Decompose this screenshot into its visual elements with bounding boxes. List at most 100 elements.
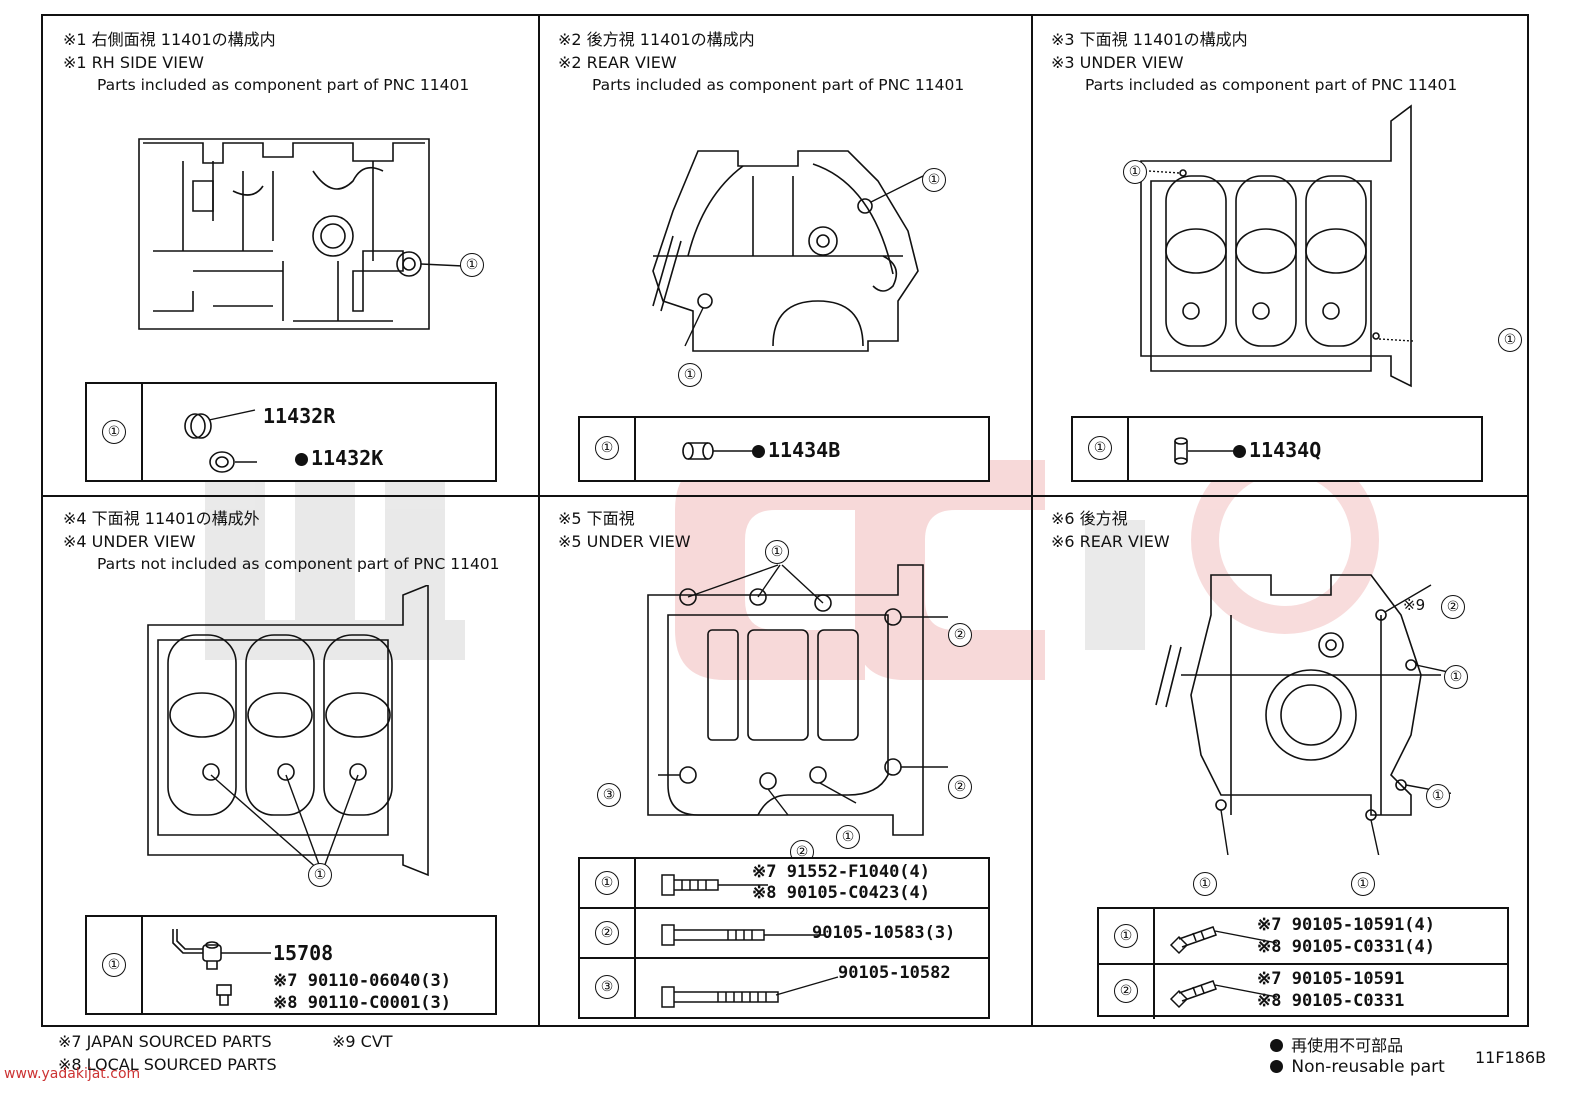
ref-number: ② (595, 921, 619, 945)
parts-table: ① 11434B (578, 416, 990, 482)
panel-header: ※1 右側面視 11401の構成内 ※1 RH SIDE VIEW Parts … (63, 28, 469, 97)
legend-jp: 再使用不可部品 (1291, 1036, 1404, 1055)
table-row: ① ※7 91552-F1040(4) ※8 90105-C0423(4) (580, 859, 988, 909)
legend-en: Non-reusable part (1291, 1057, 1445, 1077)
header-en: ※6 REAR VIEW (1051, 532, 1170, 551)
dowel-pin-icon (1174, 437, 1235, 465)
panel-rh-side-view: ※1 右側面視 11401の構成内 ※1 RH SIDE VIEW Parts … (43, 16, 538, 495)
oil-jet-and-bolt-icon (172, 929, 271, 1006)
header-sub: Parts not included as component part of … (97, 555, 500, 573)
header-en: ※5 UNDER VIEW (558, 532, 691, 551)
diagram-frame: ※1 右側面視 11401の構成内 ※1 RH SIDE VIEW Parts … (41, 14, 1529, 1027)
callout-1: ① (460, 253, 484, 277)
callout-1: ① (1351, 872, 1375, 896)
cvt-note-label: ※9 (1403, 596, 1426, 614)
part-number-11432r[interactable]: 11432R (263, 404, 336, 428)
header-sub: Parts included as component part of PNC … (592, 76, 965, 94)
table-row: ② 90105-10583(3) (580, 909, 988, 959)
part-number-local[interactable]: ※8 90105-C0423(4) (752, 883, 931, 903)
part-number-japan[interactable]: ※7 91552-F1040(4) (752, 862, 931, 882)
parts-table: ① 11432R 11432K (85, 382, 497, 482)
callout-3: ③ (597, 783, 621, 807)
non-reusable-dot-icon (1270, 1039, 1283, 1052)
bolt-icon (661, 924, 824, 946)
ref-number: ① (1114, 924, 1138, 948)
parts-table: ① ※7 91552-F1040(4) ※8 90105-C0423(4) ② … (578, 857, 990, 1019)
ref-number: ② (1114, 979, 1138, 1003)
part-number-local[interactable]: ※8 90105-C0331 (1257, 991, 1405, 1011)
bolt-icon (661, 976, 839, 1008)
table-row: ① ※7 90105-10591(4) ※8 90105-C0331(4) (1099, 909, 1507, 965)
panel-header: ※5 下面視 ※5 UNDER VIEW (558, 507, 691, 553)
ref-number: ① (595, 436, 619, 460)
part-number[interactable]: 90105-10582 (838, 963, 951, 983)
engine-block-under-drawing (147, 585, 429, 877)
footnote-japan-sourced: ※7 JAPAN SOURCED PARTS (58, 1032, 272, 1051)
non-reusable-dot-icon (1233, 445, 1246, 458)
grid-divider (1031, 16, 1033, 1025)
callout-2: ② (948, 623, 972, 647)
panel-header: ※3 下面視 11401の構成内 ※3 UNDER VIEW Parts inc… (1051, 28, 1457, 97)
part-number-11434q[interactable]: 11434Q (1249, 438, 1322, 462)
part-number-japan[interactable]: ※7 90110-06040(3) (273, 971, 452, 991)
engine-block-rear-drawing (1155, 574, 1451, 855)
parts-table: ① 11434Q (1071, 416, 1483, 482)
header-sub: Parts included as component part of PNC … (97, 76, 470, 94)
engine-block-under-drawing (1140, 104, 1414, 388)
non-reusable-dot-icon (295, 453, 308, 466)
panel-under-view-5: ※5 下面視 ※5 UNDER VIEW ① ② (538, 495, 1031, 1027)
ref-cell: ① (87, 917, 143, 1013)
bolt-icon (1169, 980, 1278, 1009)
panel-header: ※2 後方視 11401の構成内 ※2 REAR VIEW Parts incl… (558, 28, 964, 97)
part-number-11434b[interactable]: 11434B (768, 438, 841, 462)
header-jp: ※4 下面視 11401の構成外 (63, 509, 260, 528)
callout-1: ① (922, 168, 946, 192)
callout-1: ① (1123, 160, 1147, 184)
callout-1: ① (678, 363, 702, 387)
parts-table: ① ※7 90105-10591(4) ※8 90105-C0331(4) ② … (1097, 907, 1509, 1019)
header-sub: Parts included as component part of PNC … (1085, 76, 1458, 94)
panel-under-view-4: ※4 下面視 11401の構成外 ※4 UNDER VIEW Parts not… (43, 495, 538, 1027)
panel-rear-view-6: ※6 後方視 ※6 REAR VIEW ※9 ② ① ① ① ① (1031, 495, 1531, 1027)
header-jp: ※6 後方視 (1051, 509, 1128, 528)
callout-1: ① (1193, 872, 1217, 896)
header-jp: ※2 後方視 11401の構成内 (558, 30, 755, 49)
footnote-cvt: ※9 CVT (332, 1032, 393, 1051)
ref-number: ① (595, 871, 619, 895)
part-number-15708[interactable]: 15708 (273, 941, 334, 965)
table-row: ③ 90105-10582 (580, 959, 988, 1019)
part-number[interactable]: 90105-10583(3) (812, 923, 956, 943)
callout-2: ② (948, 775, 972, 799)
callout-1: ① (1426, 784, 1450, 808)
ref-number: ① (102, 953, 126, 977)
ref-number: ③ (595, 975, 619, 999)
header-en: ※2 REAR VIEW (558, 53, 677, 72)
ref-cell: ① (1073, 418, 1129, 480)
parts-table: ① 15708 ※7 90110-06040(3) ※8 90110-C0001… (85, 915, 497, 1015)
non-reusable-dot-icon (1270, 1060, 1283, 1073)
header-en: ※1 RH SIDE VIEW (63, 53, 204, 72)
header-en: ※4 UNDER VIEW (63, 532, 196, 551)
callout-1: ① (1444, 665, 1468, 689)
callout-1: ① (308, 863, 332, 887)
plug-and-gasket-icon (184, 409, 257, 473)
part-number-local[interactable]: ※8 90105-C0331(4) (1257, 937, 1436, 957)
callout-1: ① (765, 540, 789, 564)
part-number-japan[interactable]: ※7 90105-10591 (1257, 969, 1405, 989)
header-en: ※3 UNDER VIEW (1051, 53, 1184, 72)
part-number-11432k[interactable]: 11432K (311, 446, 384, 470)
panel-under-view-3: ※3 下面視 11401の構成内 ※3 UNDER VIEW Parts inc… (1031, 16, 1531, 495)
grid-divider (43, 495, 1527, 497)
grid-divider (538, 16, 540, 1025)
ref-cell: ① (580, 418, 636, 480)
part-number-japan[interactable]: ※7 90105-10591(4) (1257, 915, 1436, 935)
header-jp: ※1 右側面視 11401の構成内 (63, 30, 276, 49)
part-number-local[interactable]: ※8 90110-C0001(3) (273, 993, 452, 1013)
callout-1: ① (1498, 328, 1522, 352)
watermark-url[interactable]: www.yadakijat.com (4, 1066, 141, 1082)
footnote-local-sourced: ※8 LOCAL SOURCED PARTS (58, 1055, 277, 1074)
table-row: ② ※7 90105-10591 ※8 90105-C0331 (1099, 965, 1507, 1019)
header-jp: ※3 下面視 11401の構成内 (1051, 30, 1248, 49)
engine-block-rear-drawing (652, 150, 924, 352)
header-jp: ※5 下面視 (558, 509, 635, 528)
